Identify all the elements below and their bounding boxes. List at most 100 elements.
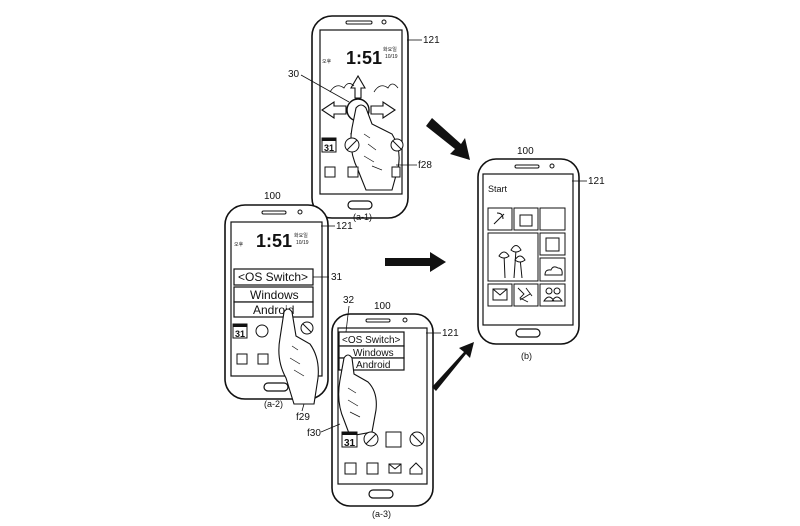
os-switch-menu-title: <OS Switch> [238, 270, 308, 284]
caption-a3: (a-3) [372, 509, 391, 519]
blocked-icon-slash [302, 323, 312, 333]
ref-100-a2: 100 [264, 191, 281, 202]
caption-a1: (a-1) [353, 212, 372, 222]
ref-f28: f28 [418, 160, 432, 171]
phone-a3-camera [402, 317, 408, 323]
phone-a2-camera [297, 209, 303, 215]
contacts-icon[interactable] [257, 353, 269, 365]
texture-icon [517, 287, 533, 303]
arrow-up-icon [350, 74, 366, 99]
start-label: Start [488, 184, 508, 194]
ref-121-a3: 121 [442, 328, 459, 339]
transition-arrows [385, 118, 474, 391]
phone-a1-screen [319, 29, 403, 195]
calendar-icon-day: 31 [235, 329, 245, 339]
gallery-icon[interactable] [385, 431, 402, 448]
ref-121-b: 121 [588, 176, 605, 187]
ref-30: 30 [288, 69, 300, 80]
ref-100-a3: 100 [374, 301, 391, 312]
blocked-icon-slash [411, 433, 423, 445]
phone-a1-date: 10/19 [385, 54, 398, 60]
arrow-a2-to-b [385, 252, 446, 272]
home-icon[interactable] [409, 462, 423, 475]
phone-a1-speaker [345, 20, 373, 25]
tile-empty[interactable] [539, 207, 566, 231]
floppy-icon [545, 237, 560, 252]
caption-b: (b) [521, 351, 532, 361]
hand-a2-shading [289, 345, 305, 377]
os-option-windows-label: Windows [250, 288, 299, 302]
phone-a3: 100 <OS Switch> Windows Android 31 32 [307, 295, 459, 519]
phone-b-speaker [514, 164, 540, 169]
ref-f29: f29 [296, 412, 310, 423]
os-option-android-a3[interactable] [338, 357, 405, 371]
phone-a1-home-button[interactable] [347, 200, 373, 210]
phone-a2-speaker [261, 210, 287, 215]
phone-a1-day: 화요일 [383, 46, 397, 53]
leader-f29 [301, 403, 305, 412]
ref-32: 32 [343, 295, 355, 306]
phone-a2-screen [230, 221, 323, 377]
phone-a2-day: 화요일 [294, 232, 308, 239]
no-entry-icon-slash [346, 139, 358, 151]
phone-b-camera [549, 163, 555, 169]
os-option-windows-label-a3: Windows [353, 348, 394, 359]
phone-a2-home-button[interactable] [263, 382, 289, 392]
phone-a2-date: 10/19 [296, 240, 309, 246]
tile-satellite[interactable] [487, 207, 513, 231]
calendar-icon-header [342, 432, 357, 435]
arrow-right-icon [370, 100, 396, 120]
contacts-icon[interactable] [347, 166, 359, 178]
phone-a3-home-button[interactable] [368, 489, 394, 499]
phone-icon[interactable] [324, 166, 336, 178]
cloud-doodle-left [329, 83, 355, 93]
phone-a3-speaker [365, 318, 391, 323]
mail-icon-flap [388, 463, 402, 470]
tile-people[interactable] [539, 283, 566, 307]
store-bag-icon [519, 214, 533, 227]
contacts-icon[interactable] [366, 462, 379, 475]
calendar-icon-day: 31 [344, 438, 356, 449]
hand-a3 [338, 354, 377, 437]
phone-b-home-button[interactable] [515, 328, 541, 338]
leader-30 [300, 74, 350, 103]
tile-texture[interactable] [513, 283, 539, 307]
os-option-android[interactable] [233, 301, 314, 318]
home-icon[interactable] [391, 166, 401, 178]
ref-121-a1: 121 [423, 35, 440, 46]
phone-a2-time: 1:51 [256, 231, 292, 251]
ref-f30: f30 [307, 428, 321, 439]
ref-31: 31 [331, 272, 343, 283]
phone-a1-camera [381, 19, 387, 25]
satellite-icon [493, 212, 505, 225]
calendar-icon-header [233, 324, 247, 327]
ref-100-b: 100 [517, 146, 534, 157]
arrow-left-icon [321, 100, 347, 120]
no-entry-icon[interactable] [255, 324, 269, 338]
cloud-doodle-right [373, 83, 399, 93]
people-icon [543, 287, 563, 302]
mail-icon-flap [492, 288, 508, 296]
arrow-a3-to-b [432, 342, 474, 391]
phone-a3-screen [337, 327, 428, 485]
leader-f30 [320, 423, 341, 433]
tulip-icon [498, 245, 526, 279]
phone-b-screen [482, 173, 574, 326]
hand-a2 [278, 308, 319, 405]
os-option-android-label-a3: Android [356, 360, 390, 371]
hand-a3-shading [347, 387, 361, 418]
phone-a2: 100 오후 1:51 화요일 10/19 <OS Switch> Window… [224, 191, 353, 423]
no-entry-icon-slash [365, 433, 377, 445]
phone-icon[interactable] [344, 462, 357, 475]
hand-a1-shading [363, 133, 383, 171]
phone-icon[interactable] [236, 353, 248, 365]
phone-b: 100 Start [477, 146, 605, 361]
phone-a1-ampm: 오후 [322, 59, 332, 65]
arrow-a1-to-b [426, 118, 470, 160]
tile-photo[interactable] [487, 232, 539, 282]
phone-a1: 오후 1:51 화요일 10/19 31 121 30 [288, 15, 440, 222]
calendar-icon-day: 31 [324, 143, 334, 153]
phone-a1-time: 1:51 [346, 48, 382, 68]
